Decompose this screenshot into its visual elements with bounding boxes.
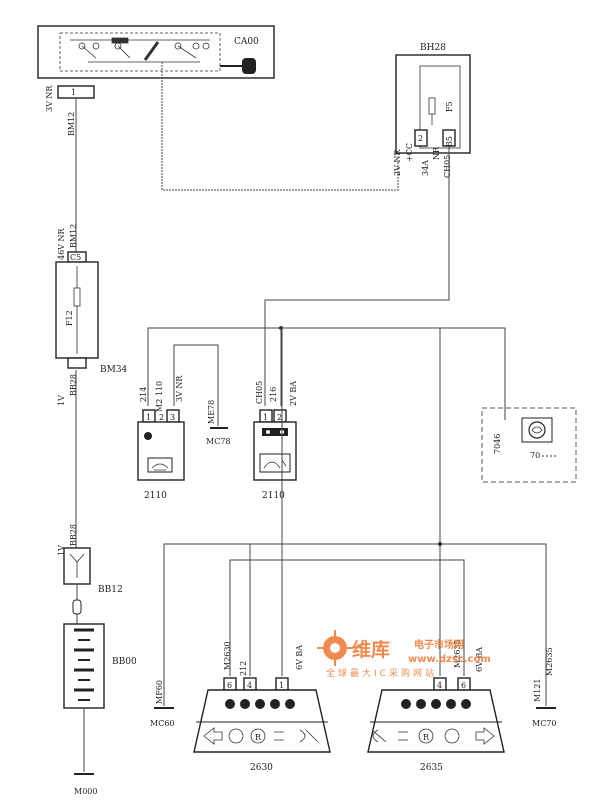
- switch-b-pin1: 1: [263, 413, 268, 422]
- f12-label-46vnr: 46V NR: [57, 228, 66, 261]
- ignition-pin: 1: [71, 88, 76, 97]
- mc70-label: MC70: [532, 719, 557, 728]
- switch-2110-left: 214 M2 110 3V NR 1 2 3 2110: [137, 375, 185, 501]
- ignition-switch: CA00 1 3V NR BM12: [37, 25, 275, 136]
- ground-mc60: MF60 MC60: [150, 680, 175, 728]
- fuse-f12: 46V NR BM12 C5 F12 BM34 1V BB28: [55, 224, 128, 406]
- m2635-ground-label: M2635: [545, 647, 554, 676]
- bb12-label-1v: 1V: [57, 545, 66, 556]
- switch-a-wire2: M2 110: [155, 381, 164, 412]
- mc78-label: MC78: [206, 437, 231, 446]
- switch-b-code: 2110: [262, 491, 285, 501]
- lamp-2630-wire-c: 6V BA: [295, 645, 304, 670]
- switch-b-wire1: CH05: [255, 381, 264, 404]
- key-icon: [220, 58, 256, 74]
- ignition-code: CA00: [234, 37, 259, 47]
- switch-a-pin2: 2: [159, 413, 164, 422]
- fuse-box-label-ch05: CH05: [443, 155, 452, 178]
- module-7046-pin: 70: [530, 451, 540, 460]
- lamp-2630-code: 2630: [250, 763, 273, 773]
- f12-label: F12: [65, 310, 74, 326]
- battery-code: BB00: [112, 657, 137, 667]
- connector-bb12: 1V BB28 BB12: [57, 524, 123, 624]
- fuse-f5: F5: [445, 101, 454, 112]
- ground-me78: ME78 MC78: [206, 400, 231, 446]
- lamp-2630-pin-c: 1: [279, 681, 284, 690]
- ignition-wire-right: BM12: [67, 112, 76, 136]
- switch-2110-middle: CH05 216 2V BA 1 2 2110: [253, 381, 298, 501]
- watermark-site: 电子市场网: [414, 638, 464, 651]
- switch-a-wire3: 3V NR: [175, 375, 184, 402]
- mc60-label: MC60: [150, 719, 175, 728]
- lamp-2635-code: 2635: [420, 763, 443, 773]
- lamp-2635-wire-b: 6V BA: [475, 647, 484, 672]
- watermark-domain: www.dzsc.com: [408, 654, 491, 665]
- m121-label: M121: [533, 679, 542, 702]
- switch-a-code: 2110: [144, 491, 167, 501]
- lamp-2635-wire-a: M2635: [453, 639, 462, 668]
- switch-b-pin2: 2: [277, 413, 282, 422]
- watermark: 维库 电子市场网 全球最大IC采购网站 www.dzsc.com: [317, 630, 491, 679]
- fuse-box-label-2vnr: 2V NR: [393, 149, 402, 176]
- switch-b-wire2: 216: [269, 387, 278, 402]
- ground-mc70: M121 M2635 MC70: [532, 647, 557, 728]
- f12-label-bb28: BB28: [69, 374, 78, 396]
- fuse-box-pin5: B5: [445, 136, 454, 147]
- f12-pin-c5: C5: [70, 253, 81, 262]
- fuse-box-bh28: BH28 F5 2 B5 2V NR +CC 34A NR CH05: [393, 43, 471, 178]
- svg-text:R: R: [255, 733, 262, 742]
- module-7046: 7046 70: [481, 407, 577, 483]
- fuse-box-label-34a: 34A: [421, 160, 430, 176]
- f12-label-bm12: BM12: [69, 224, 78, 248]
- module-7046-code: 7046: [493, 434, 502, 454]
- switch-a-wire1: 214: [139, 387, 148, 402]
- watermark-brand: 维库: [352, 638, 390, 661]
- mf60-label: MF60: [155, 680, 164, 704]
- fuse-box-label-cc: +CC: [405, 143, 414, 162]
- me78-label: ME78: [207, 400, 216, 424]
- f12-label-1v: 1V: [57, 395, 66, 406]
- lamp-cluster-2630: M2630 212 6V BA 6 4 1 R 2630: [193, 641, 331, 773]
- ignition-wire-left: 3V NR: [45, 85, 54, 112]
- lamp-cluster-2635: M2635 6V BA 4 6 R 2635: [367, 639, 505, 773]
- battery-bb00: BB00 M000: [63, 623, 137, 796]
- lamp-2630-pin-b: 4: [247, 681, 252, 690]
- switch-a-pin1: 1: [146, 413, 151, 422]
- switch-b-wire3: 2V BA: [289, 381, 298, 406]
- lamp-2635-pin-a: 4: [437, 681, 442, 690]
- lamp-2630-wire-b: 212: [239, 661, 248, 676]
- switch-a-pin3: 3: [170, 413, 175, 422]
- bb12-code: BB12: [98, 585, 123, 595]
- ground-m000: M000: [74, 787, 97, 796]
- watermark-slogan: 全球最大IC采购网站: [326, 667, 437, 679]
- fuse-box-label-nr: NR: [432, 146, 441, 160]
- lamp-2635-pin-b: 6: [461, 681, 466, 690]
- lamp-2630-pin-a: 6: [227, 681, 232, 690]
- watermark-logo-icon: [317, 630, 353, 666]
- bb12-label-bb28: BB28: [69, 524, 78, 546]
- svg-text:R: R: [423, 733, 430, 742]
- f12-code: BM34: [100, 365, 128, 375]
- lamp-2630-wire-a: M2630: [223, 641, 232, 670]
- fuse-box-pin2: 2: [418, 134, 423, 143]
- fuse-box-code: BH28: [420, 43, 446, 53]
